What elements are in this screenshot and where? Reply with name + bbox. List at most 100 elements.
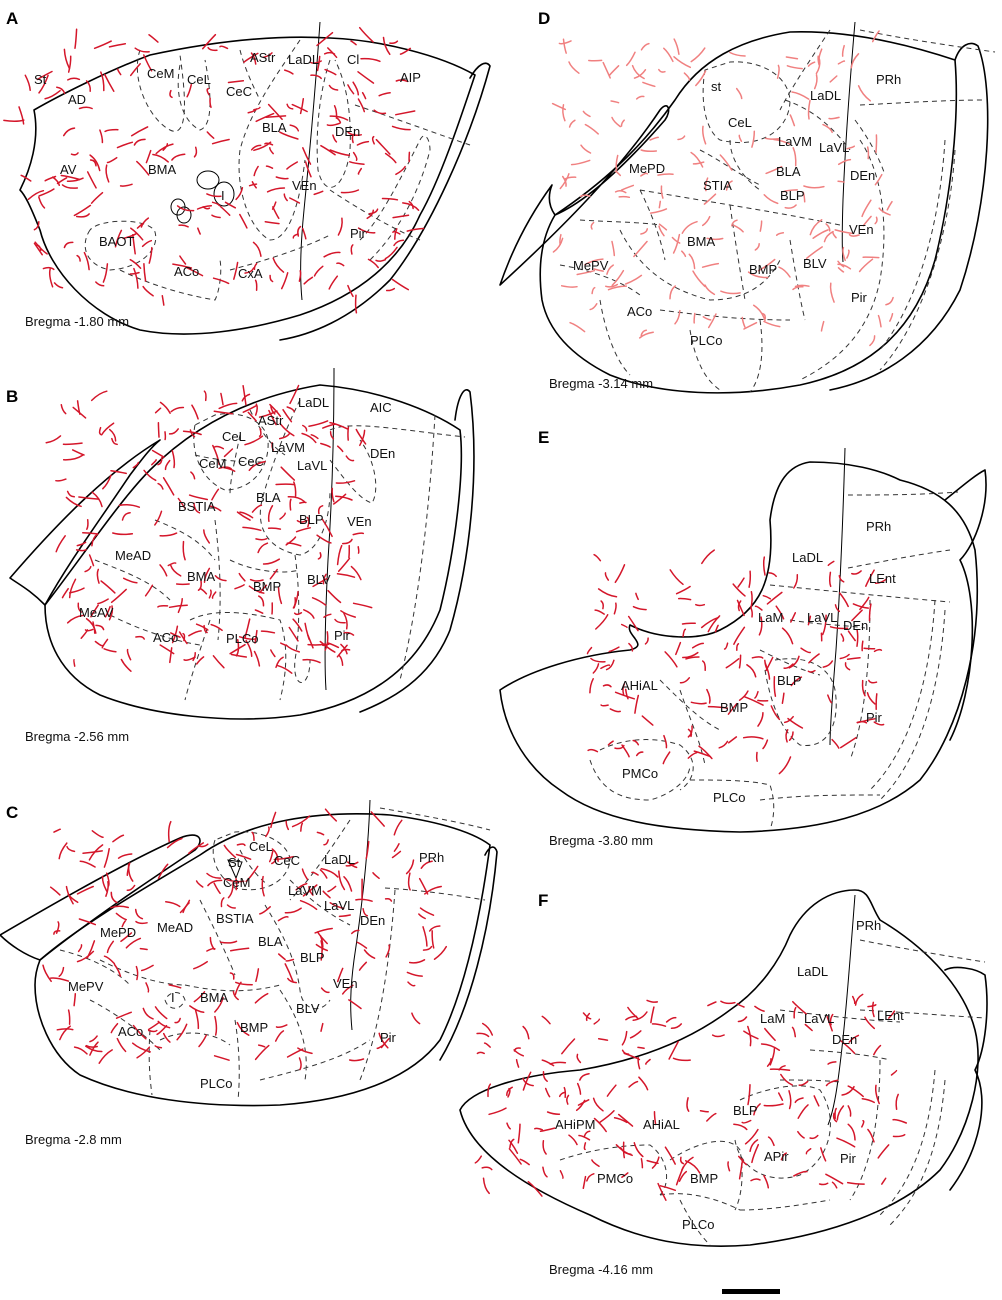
- fiber-stroke: [889, 312, 894, 322]
- fiber-stroke: [856, 718, 876, 724]
- region-label: LaVL: [297, 458, 327, 473]
- bregma-label-c: Bregma -2.8 mm: [25, 1132, 122, 1147]
- fiber-stroke: [407, 872, 411, 891]
- fiber-stroke: [781, 692, 785, 704]
- fiber-stroke: [371, 135, 375, 145]
- fiber-stroke: [659, 1185, 677, 1192]
- fiber-stroke: [663, 47, 674, 63]
- fiber-stroke: [326, 122, 341, 127]
- fiber-stroke: [268, 409, 277, 426]
- fiber-stroke: [892, 1118, 908, 1124]
- fiber-stroke: [405, 859, 415, 875]
- region-label: LaVM: [271, 440, 305, 455]
- fiber-stroke: [308, 420, 329, 427]
- region-label: LaVL: [324, 898, 354, 913]
- fiber-stroke: [214, 575, 227, 582]
- region-label: LaDL: [324, 852, 355, 867]
- fiber-stroke: [842, 246, 846, 262]
- section-outline-b: [44, 384, 463, 720]
- fiber-stroke: [614, 190, 627, 194]
- fiber-stroke: [148, 246, 153, 264]
- fiber-stroke: [549, 1061, 567, 1065]
- fiber-stroke: [863, 647, 876, 650]
- fiber-stroke: [80, 629, 89, 639]
- region-label: Pir: [840, 1151, 857, 1166]
- fiber-stroke: [611, 269, 625, 287]
- fiber-stroke: [558, 1091, 566, 1098]
- fiber-stroke: [695, 603, 706, 607]
- fiber-stroke: [632, 739, 640, 746]
- fiber-stroke: [260, 630, 276, 634]
- fiber-stroke: [254, 609, 264, 614]
- fiber-stroke: [319, 869, 328, 879]
- fiber-stroke: [78, 918, 97, 926]
- fiber-stroke: [474, 1155, 483, 1164]
- region-label: ACo: [153, 630, 178, 645]
- bregma-label-a: Bregma -1.80 mm: [25, 314, 129, 329]
- fiber-stroke: [597, 1037, 609, 1041]
- fiber-stroke: [182, 430, 202, 436]
- fiber-stroke: [345, 861, 359, 867]
- fiber-stroke: [750, 607, 753, 618]
- fiber-stroke: [99, 129, 104, 144]
- fiber-stroke: [269, 274, 274, 283]
- fiber-stroke: [176, 1023, 188, 1041]
- fiber-stroke: [96, 568, 100, 584]
- fiber-stroke: [62, 442, 83, 446]
- fiber-stroke: [105, 872, 110, 887]
- fiber-stroke: [360, 57, 381, 63]
- fiber-stroke: [539, 1127, 556, 1133]
- fiber-stroke: [393, 819, 403, 836]
- fiber-stroke: [212, 444, 220, 466]
- fiber-stroke: [683, 72, 691, 81]
- fiber-stroke: [847, 1085, 864, 1098]
- fiber-stroke: [197, 227, 201, 235]
- fiber-stroke: [837, 267, 845, 273]
- fiber-stroke: [657, 173, 674, 176]
- fiber-stroke: [280, 642, 288, 647]
- fiber-stroke: [105, 881, 109, 897]
- fiber-stroke: [684, 1160, 701, 1174]
- fiber-stroke: [725, 180, 733, 191]
- fiber-stroke: [519, 1158, 530, 1166]
- fiber-stroke: [778, 1065, 786, 1071]
- fiber-stroke: [320, 867, 339, 878]
- region-label: BMP: [253, 579, 281, 594]
- fiber-stroke: [749, 1139, 759, 1153]
- fiber-stroke: [562, 38, 567, 54]
- fiber-stroke: [295, 882, 308, 891]
- fiber-stroke: [674, 309, 681, 325]
- fiber-stroke: [171, 153, 186, 161]
- fiber-stroke: [327, 642, 340, 649]
- fiber-stroke: [829, 75, 838, 83]
- fiber-stroke: [825, 1079, 839, 1087]
- fiber-stroke: [301, 227, 307, 240]
- fiber-stroke: [333, 105, 338, 118]
- fiber-stroke: [143, 54, 153, 72]
- fiber-stroke: [68, 578, 77, 599]
- fiber-stroke: [584, 258, 604, 266]
- fiber-stroke: [223, 844, 237, 859]
- fiber-stroke: [857, 85, 872, 102]
- fiber-stroke: [206, 131, 215, 139]
- fiber-stroke: [580, 144, 592, 154]
- fiber-stroke: [203, 529, 211, 544]
- fiber-stroke: [867, 1004, 877, 1008]
- fiber-stroke: [886, 200, 893, 211]
- fiber-stroke: [862, 215, 872, 227]
- region-label: BLP: [299, 512, 324, 527]
- region-label: Pir: [350, 226, 367, 241]
- fiber-stroke: [366, 209, 375, 220]
- fiber-stroke: [790, 676, 803, 687]
- section-outline-d: [539, 31, 958, 394]
- fiber-stroke: [617, 1113, 634, 1127]
- fiber-stroke: [253, 106, 261, 111]
- fiber-stroke: [203, 567, 211, 583]
- fiber-stroke: [614, 691, 636, 700]
- fiber-stroke: [692, 270, 706, 288]
- fiber-stroke: [677, 597, 692, 601]
- fiber-stroke: [593, 268, 604, 272]
- fiber-stroke: [289, 124, 300, 132]
- fiber-stroke: [355, 898, 373, 902]
- panel-c: C CeL St CeC LaDL PRh CeM LaVM MePD MeAD…: [0, 799, 498, 1147]
